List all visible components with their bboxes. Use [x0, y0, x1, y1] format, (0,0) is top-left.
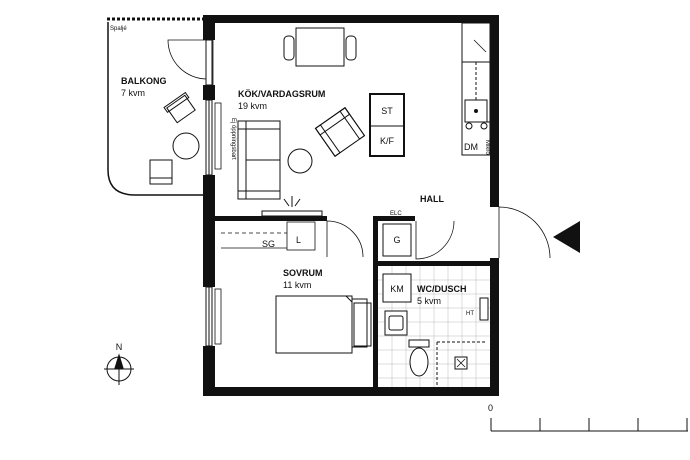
bath-fixtures [382, 273, 489, 386]
room-name-hall: HALL [420, 194, 444, 204]
entrance-door-swing [498, 206, 551, 259]
wardrobe-shelf [221, 221, 316, 251]
dining-table [295, 27, 345, 67]
walls [203, 15, 499, 396]
appliance-column [369, 93, 405, 157]
label-sg: SG [262, 239, 275, 249]
label-st: ST [381, 106, 393, 116]
window [205, 39, 213, 86]
stove-burner-icon [480, 122, 488, 130]
nightstand [353, 302, 372, 347]
hall-storage [382, 223, 412, 257]
balcony-rail [107, 22, 207, 196]
label-kf: K/F [380, 136, 395, 146]
room-name-wc: WC/DUSCH [417, 284, 467, 294]
room-area-wc: 5 kvm [417, 296, 441, 306]
scale-zero: 0 [488, 403, 493, 413]
dining-set [283, 27, 357, 67]
room-name-balkong: BALKONG [121, 76, 167, 86]
label-elc: ELC [390, 211, 402, 217]
windows [205, 39, 213, 347]
label-ej-oppningsbart: Ej öppningsbart [230, 118, 236, 160]
window-side-panel [214, 102, 222, 170]
room-name-kok: KÖK/VARDAGSRUM [238, 89, 325, 99]
room-name-sovrum: SOVRUM [283, 268, 323, 278]
room-area-balkong: 7 kvm [121, 88, 145, 98]
faucet-icon [474, 109, 478, 113]
coffee-table [287, 148, 313, 174]
entrance-arrow-icon [553, 221, 580, 253]
balcony-door-swing [167, 39, 208, 80]
kitchen-counter [461, 22, 491, 156]
sofa [237, 120, 281, 200]
room-area-sovrum: 11 kvm [283, 280, 311, 290]
bed [275, 295, 368, 354]
label-mikro: Mikro [484, 140, 490, 155]
washing-machine [382, 273, 412, 303]
label-l: L [296, 235, 301, 245]
room-area-kok: 19 kvm [238, 101, 267, 111]
label-dm: DM [464, 142, 478, 152]
window-side-panel [214, 288, 222, 345]
compass-icon [104, 353, 134, 385]
tv-unit [261, 196, 323, 217]
label-g: G [393, 235, 400, 245]
stove-burner-icon [465, 122, 473, 130]
chair [345, 35, 357, 61]
balcony-chair [149, 159, 173, 185]
toilet-tank [408, 339, 430, 348]
chair [283, 35, 295, 61]
bedroom-door-swing [326, 220, 364, 258]
toilet [409, 347, 429, 377]
label-km: KM [390, 284, 404, 294]
armchair [314, 107, 366, 157]
balcony-chair [166, 94, 196, 124]
scale-bar [490, 418, 688, 432]
balcony-table [172, 132, 200, 160]
compass-north: N [116, 342, 123, 352]
towel-heater [479, 297, 489, 321]
label-spalje: Spaljé [110, 26, 127, 32]
label-ht: HT [466, 311, 474, 317]
bath-door-swing [415, 220, 455, 260]
balcony [107, 17, 214, 196]
